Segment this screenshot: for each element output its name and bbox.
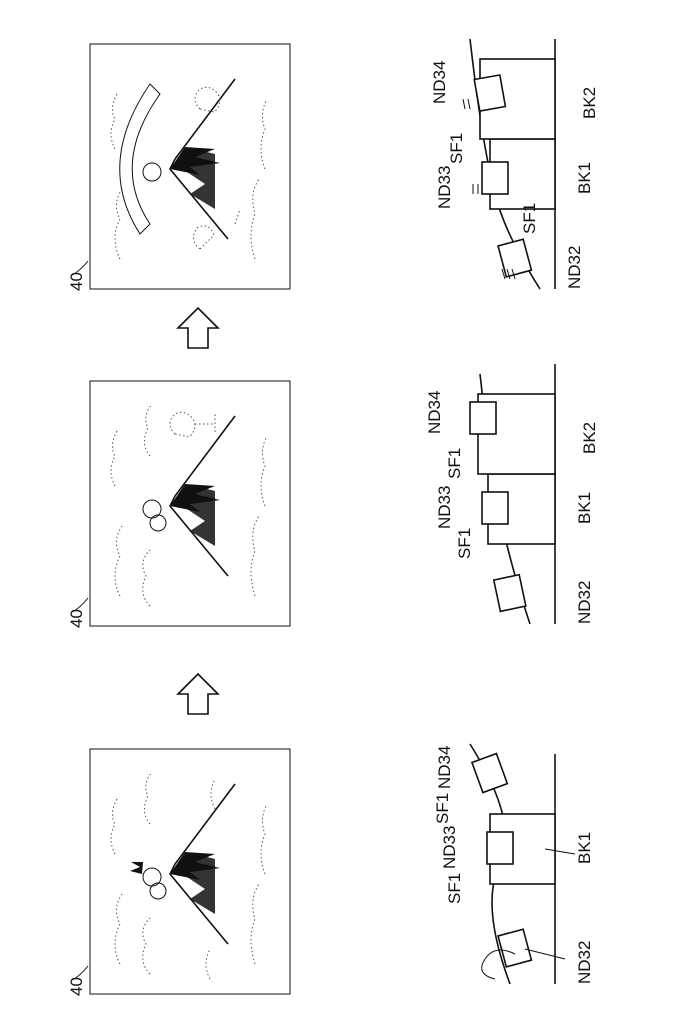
svg-text:ND33: ND33	[435, 166, 454, 209]
transition-arrow-1	[176, 672, 220, 715]
volcano-scene-3	[110, 78, 268, 260]
node-nd33[interactable]	[481, 491, 509, 525]
svg-text:ND34: ND34	[430, 61, 449, 104]
svg-text:SF1: SF1	[455, 528, 474, 559]
svg-text:BK1: BK1	[575, 162, 594, 194]
svg-text:SF1: SF1	[445, 448, 464, 479]
node-nd32[interactable]	[492, 573, 527, 613]
svg-text:BK1: BK1	[575, 492, 594, 524]
node-nd34[interactable]	[470, 752, 509, 794]
svg-text:ND33: ND33	[435, 486, 454, 529]
volcano-scene-1	[110, 771, 268, 980]
node-nd34[interactable]	[469, 401, 497, 435]
svg-text:BK1: BK1	[575, 832, 594, 864]
node-nd32[interactable]	[497, 928, 533, 968]
panel-1: 40	[67, 748, 291, 996]
svg-text:SF1: SF1	[520, 203, 539, 234]
display-screen-2	[89, 380, 291, 627]
screen-label-1: 40	[67, 977, 86, 996]
svg-text:SF1: SF1	[447, 133, 466, 164]
svg-text:ND32: ND32	[575, 581, 594, 624]
svg-text:ND34: ND34	[435, 746, 454, 789]
svg-text:SF1: SF1	[433, 793, 452, 824]
svg-text:ND32: ND32	[575, 941, 594, 984]
display-screen-3	[89, 43, 291, 290]
svg-text:ND32: ND32	[565, 246, 584, 289]
svg-text:BK2: BK2	[580, 87, 599, 119]
node-nd34[interactable]	[473, 74, 507, 112]
screen-label-3: 40	[67, 272, 86, 291]
svg-text:ND33: ND33	[440, 826, 459, 869]
scene-diagram-2: BK1 BK2 ND32 ND33 ND34 SF1 SF1	[425, 364, 599, 625]
transition-arrow-2	[176, 306, 220, 349]
volcano-scene-2	[110, 403, 268, 607]
screen-label-2: 40	[67, 609, 86, 628]
rotation-icon	[481, 949, 516, 980]
scene-diagram-3: BK1 BK2 ND32 ND33 ND34 SF1 SF1	[430, 38, 599, 290]
svg-text:ND34: ND34	[425, 391, 444, 434]
display-screen-1	[89, 748, 291, 995]
panel-2: 40	[67, 380, 291, 628]
panel-3: 40	[67, 43, 291, 291]
scene-diagram-1: BK1 ND32 ND33 ND34 SF1 SF1	[433, 743, 594, 985]
svg-text:BK2: BK2	[580, 422, 599, 454]
node-nd33[interactable]	[481, 161, 509, 195]
node-nd32[interactable]	[497, 238, 533, 278]
svg-text:SF1: SF1	[445, 873, 464, 904]
node-nd33[interactable]	[486, 831, 514, 865]
